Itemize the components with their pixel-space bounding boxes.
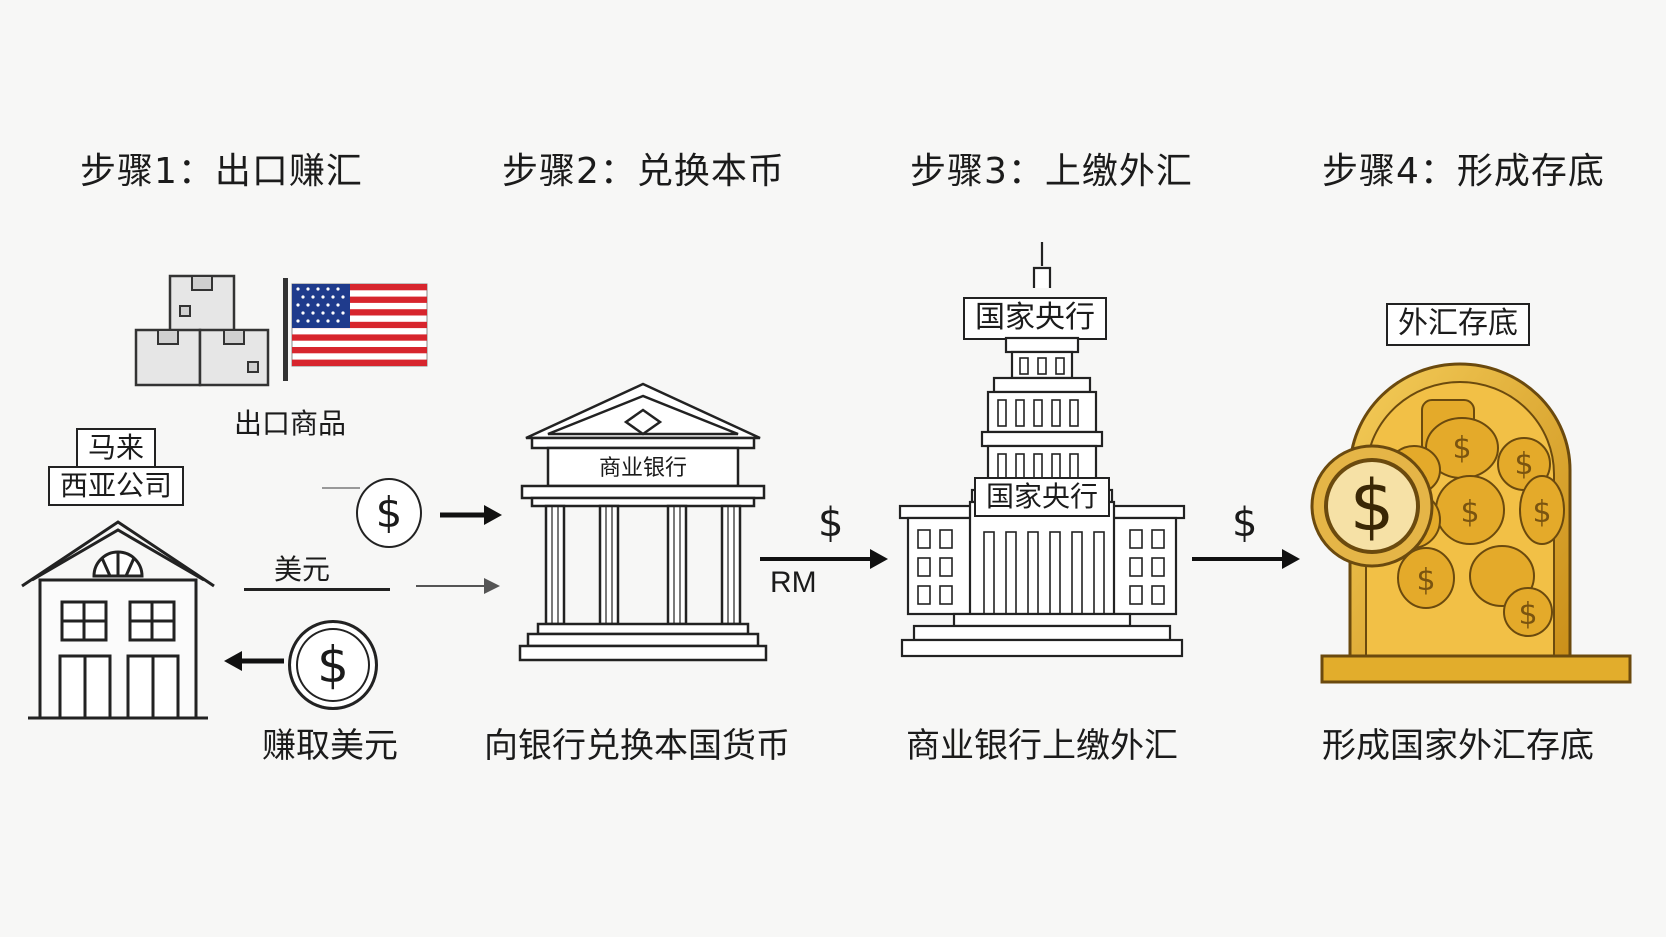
arrow-right-icon <box>440 505 502 525</box>
coin-tail-line <box>322 487 360 489</box>
svg-text:$: $ <box>1532 495 1551 530</box>
step-1-caption: 赚取美元 <box>262 726 398 766</box>
step-4-title: 步骤4：形成存底 <box>1322 151 1605 192</box>
central-bank-building-label: 国家央行 <box>974 477 1111 518</box>
step-3-title: 步骤3：上缴外汇 <box>910 151 1193 192</box>
svg-text:$: $ <box>1416 563 1435 598</box>
step-2-title: 步骤2：兑换本币 <box>502 151 785 192</box>
central-bank-building-icon <box>898 242 1186 658</box>
arrow-left-icon <box>224 651 284 671</box>
arrow-usd-symbol-2: $ <box>1232 500 1258 546</box>
commercial-bank-label: 商业银行 <box>598 456 687 481</box>
big-dollar-coin-icon: $ <box>1349 465 1395 547</box>
step-1-title: 步骤1：出口赚汇 <box>80 151 363 192</box>
reserve-vault-icon: $ $ $ $ $ $ <box>1310 362 1632 684</box>
svg-text:$: $ <box>1452 431 1471 466</box>
step-4-caption: 形成国家外汇存底 <box>1322 726 1594 766</box>
reserves-tag: 外汇存底 <box>1386 303 1530 346</box>
svg-text:$: $ <box>1514 447 1533 482</box>
usd-flow-line <box>244 588 390 591</box>
earned-dollar-coin-icon: $ <box>288 620 378 710</box>
commercial-bank-icon <box>518 382 768 662</box>
central-bank-tag: 国家央行 <box>963 297 1107 340</box>
svg-text:$: $ <box>1460 495 1479 530</box>
export-goods-label: 出口商品 <box>234 407 347 440</box>
arrow-to-reserves-icon <box>1192 549 1300 569</box>
step-3-caption: 商业银行上缴外汇 <box>906 726 1178 766</box>
arrow-to-central-bank-icon <box>760 549 888 569</box>
svg-text:$: $ <box>1518 597 1537 632</box>
company-label-line2: 西亚公司 <box>47 466 184 507</box>
usd-label: 美元 <box>274 553 331 586</box>
company-label: 马来 西亚公司 <box>46 428 186 507</box>
dollar-coin-icon: $ <box>356 478 422 548</box>
us-flag-icon <box>283 278 428 381</box>
step-2-caption: 向银行兑换本国货币 <box>484 726 790 766</box>
arrow-rm-label: RM <box>770 566 817 599</box>
export-boxes-icon <box>134 274 270 387</box>
arrow-usd-symbol: $ <box>818 500 844 546</box>
company-label-line1: 马来 <box>75 428 156 469</box>
company-house-icon <box>21 520 215 720</box>
arrow-right-thin-icon <box>416 578 500 594</box>
